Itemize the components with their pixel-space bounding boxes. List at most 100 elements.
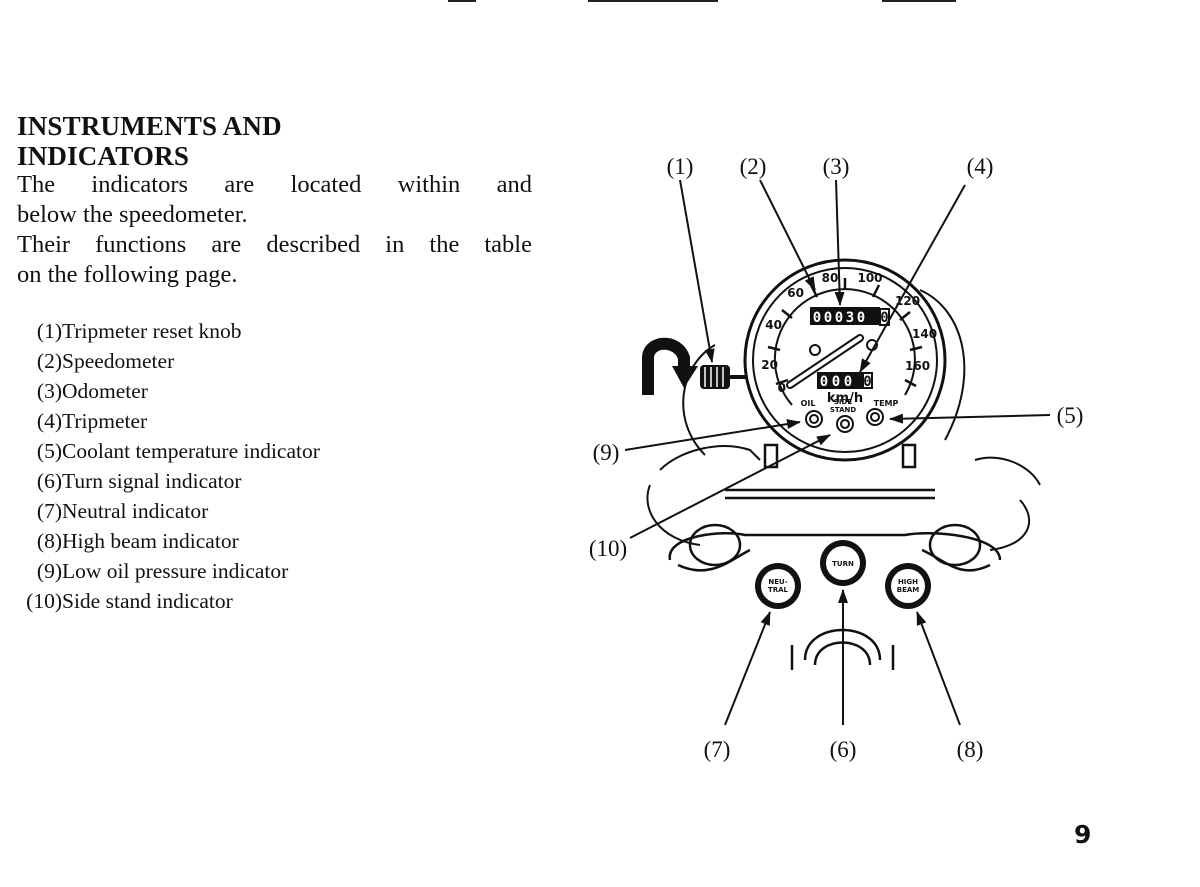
legend-num: (7) [36,499,62,523]
speedometer: 0 20 40 60 80 100 120 140 160 0 0 0 3 0 … [743,258,947,462]
tripmeter-display: 0 0 0 0 [817,372,873,390]
intro-text: The indicators are located within and be… [17,170,532,290]
temp-label: TEMP [874,399,899,408]
housing-outline [646,289,1041,551]
dial-number: 160 [905,359,930,373]
odo-digit: 0 [835,310,843,326]
top-rule-1 [448,0,476,2]
odo-digit: 0 [880,310,888,326]
component-legend: (1)Tripmeter reset knob (2)Speedometer (… [0,316,320,616]
side-stand-label-1: SIDE [834,398,852,406]
leader-10 [629,434,831,539]
odo-digit: 3 [846,310,854,326]
legend-label: Low oil pressure indicator [62,559,289,583]
temp-indicator-lens [870,412,880,422]
speed-unit: km/h [827,391,863,406]
high-beam-label-2: BEAM [897,586,920,594]
neutral-label-2: TRAL [768,586,789,594]
dial-number: 0 [778,381,786,395]
callout-9: (9) [593,440,620,465]
legend-num: (10) [26,589,62,613]
callout-10: (10) [589,536,627,561]
lower-panel [668,523,1002,670]
leader-5 [889,413,1051,424]
leader-3 [834,179,845,306]
legend-num: (2) [36,349,62,373]
heading-line-1: INSTRUMENTS AND [17,111,282,141]
pivot-cap [809,344,821,356]
callout-6: (6) [830,737,857,762]
leader-7 [724,611,771,726]
trip-digit: 0 [832,374,840,390]
side-stand-label-2: STAND [830,406,857,414]
legend-item: (7)Neutral indicator [0,496,320,526]
dial-number: 140 [912,327,937,341]
high-beam-indicator: HIGH BEAM [885,563,931,609]
legend-item: (8)High beam indicator [0,526,320,556]
legend-label: Neutral indicator [62,499,209,523]
trip-digit: 0 [863,374,871,390]
legend-label: High beam indicator [62,529,239,553]
legend-item: (4)Tripmeter [0,406,320,436]
legend-label: Tripmeter [62,409,148,433]
legend-item: (9)Low oil pressure indicator [0,556,320,586]
leader-2 [759,179,816,291]
heading-line-2: INDICATORS [17,141,190,171]
instrument-diagram: 0 20 40 60 80 100 120 140 160 0 0 0 3 0 … [589,154,1084,762]
legend-label: Odometer [62,379,148,403]
odo-digit: 0 [824,310,832,326]
mount-bracket [725,443,935,500]
oil-label: OIL [801,399,816,408]
legend-num: (3) [36,379,62,403]
legend-num: (9) [36,559,62,583]
leader-4 [859,184,966,373]
rotate-arrow-icon [642,337,698,395]
page-number: 9 [1074,820,1092,849]
legend-item: (6)Turn signal indicator [0,466,320,496]
trip-digit: 0 [820,374,828,390]
oil-indicator-lens [809,414,819,424]
intro-line-3: Their functions are described in the tab… [17,231,532,258]
callout-7: (7) [704,737,731,762]
legend-label: Side stand indicator [62,589,233,613]
leader-1 [679,179,715,363]
legend-num: (8) [36,529,62,553]
leader-9 [624,419,801,451]
neutral-indicator: NEU- TRAL [755,563,801,609]
trip-digit: 0 [844,374,852,390]
legend-item: (1)Tripmeter reset knob [0,316,320,346]
speed-needle [786,334,864,389]
legend-num: (6) [36,469,62,493]
odo-digit: 0 [813,310,821,326]
dial-number: 80 [822,271,839,285]
top-rule-3 [882,0,956,2]
dial-number: 20 [761,358,778,372]
leader-lines [624,179,1051,726]
legend-label: Tripmeter reset knob [62,319,242,343]
callout-2: (2) [740,154,767,179]
callout-3: (3) [823,154,850,179]
legend-item: (3)Odometer [0,376,320,406]
legend-item: (5)Coolant temperature indicator [0,436,320,466]
callout-4: (4) [967,154,994,179]
legend-label: Speedometer [62,349,175,373]
intro-line-1: The indicators are located within and [17,171,532,198]
dial-number: 60 [787,286,804,300]
top-rule-2 [588,0,718,2]
callout-1: (1) [667,154,694,179]
side-stand-indicator-lens [840,419,850,429]
intro-line-4: on the following page. [17,261,238,288]
odo-digit: 0 [857,310,865,326]
turn-label: TURN [832,560,854,568]
legend-item: (10)Side stand indicator [0,586,320,616]
intro-line-2: below the speedometer. [17,201,248,228]
high-beam-label-1: HIGH [898,578,918,586]
turn-indicator: TURN [820,540,866,586]
legend-num: (4) [36,409,62,433]
legend-label: Turn signal indicator [62,469,242,493]
legend-num: (1) [36,319,62,343]
leader-8 [916,611,961,726]
legend-item: (2)Speedometer [0,346,320,376]
section-heading: INSTRUMENTS AND INDICATORS [17,111,282,171]
legend-num: (5) [36,439,62,463]
